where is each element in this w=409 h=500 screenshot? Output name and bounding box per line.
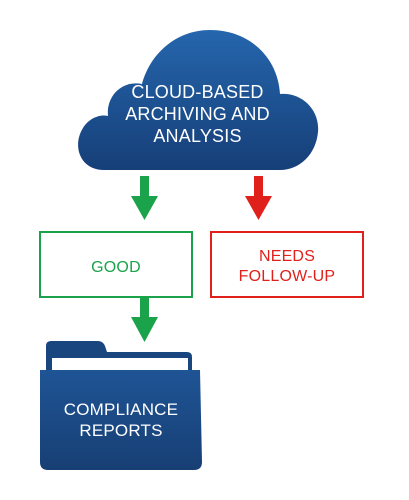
arrow-to-followup [245, 176, 272, 220]
followup-label-line-1: NEEDS [258, 248, 316, 265]
cloud-label: CLOUD-BASED ARCHIVING AND ANALYSIS [95, 82, 300, 148]
followup-box [210, 231, 364, 298]
cloud-shape [78, 30, 319, 170]
arrow-to-good [131, 176, 158, 220]
followup-label-line-2: FOLLOW-UP [238, 267, 336, 285]
good-box [39, 231, 193, 298]
followup-label: NEEDS FOLLOW-UP [211, 247, 363, 286]
cloud-label-line-2: ARCHIVING AND [125, 103, 270, 124]
cloud-label-line-3: ANALYSIS [153, 125, 242, 146]
good-label-text: GOOD [91, 259, 141, 276]
folder-icon [40, 341, 202, 470]
reports-label: COMPLIANCE REPORTS [40, 400, 202, 441]
arrow-to-reports [131, 298, 158, 342]
reports-label-line-2: REPORTS [79, 420, 163, 440]
cloud-label-line-1: CLOUD-BASED [131, 82, 264, 102]
good-label: GOOD [40, 258, 192, 278]
reports-label-line-1: COMPLIANCE [63, 400, 179, 419]
